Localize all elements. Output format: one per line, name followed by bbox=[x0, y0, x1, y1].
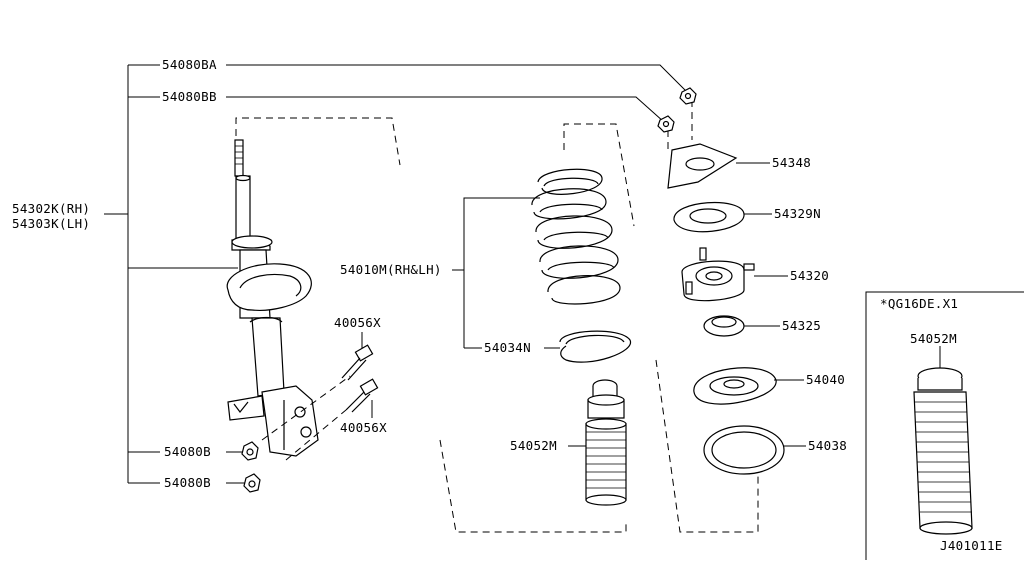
label-54303K: 54303K(LH) bbox=[12, 216, 90, 231]
inset-part-label: 54052M bbox=[910, 331, 957, 346]
label-40056X-bottom: 40056X bbox=[340, 420, 387, 435]
bump-stop-drawing bbox=[439, 379, 627, 533]
drawing-code: J401011E bbox=[940, 538, 1003, 553]
label-54329N: 54329N bbox=[774, 206, 821, 221]
label-54052M: 54052M bbox=[510, 438, 557, 453]
label-40056X-top: 40056X bbox=[334, 315, 381, 330]
label-54080BA: 54080BA bbox=[162, 57, 217, 72]
label-54080B-top: 54080B bbox=[164, 444, 211, 459]
inset-header: *QG16DE.X1 bbox=[880, 296, 958, 311]
strut-assembly-drawing bbox=[226, 117, 401, 493]
label-54038: 54038 bbox=[808, 438, 847, 453]
label-54080BB: 54080BB bbox=[162, 89, 217, 104]
coil-spring-drawing bbox=[452, 123, 635, 363]
label-54302K: 54302K(RH) bbox=[12, 201, 90, 216]
top-mount-stack-drawing bbox=[655, 87, 806, 533]
label-54034N: 54034N bbox=[484, 340, 531, 355]
label-54010M: 54010M(RH&LH) bbox=[340, 262, 442, 277]
label-54320: 54320 bbox=[790, 268, 829, 283]
label-54080B-bottom: 54080B bbox=[164, 475, 211, 490]
label-54325: 54325 bbox=[782, 318, 821, 333]
inset-panel bbox=[865, 291, 1024, 560]
left-bracket-leaders bbox=[104, 64, 689, 484]
part-labels: 54080BA 54080BB 54302K(RH) 54303K(LH) 40… bbox=[12, 57, 1003, 553]
label-54348: 54348 bbox=[772, 155, 811, 170]
label-54040: 54040 bbox=[806, 372, 845, 387]
